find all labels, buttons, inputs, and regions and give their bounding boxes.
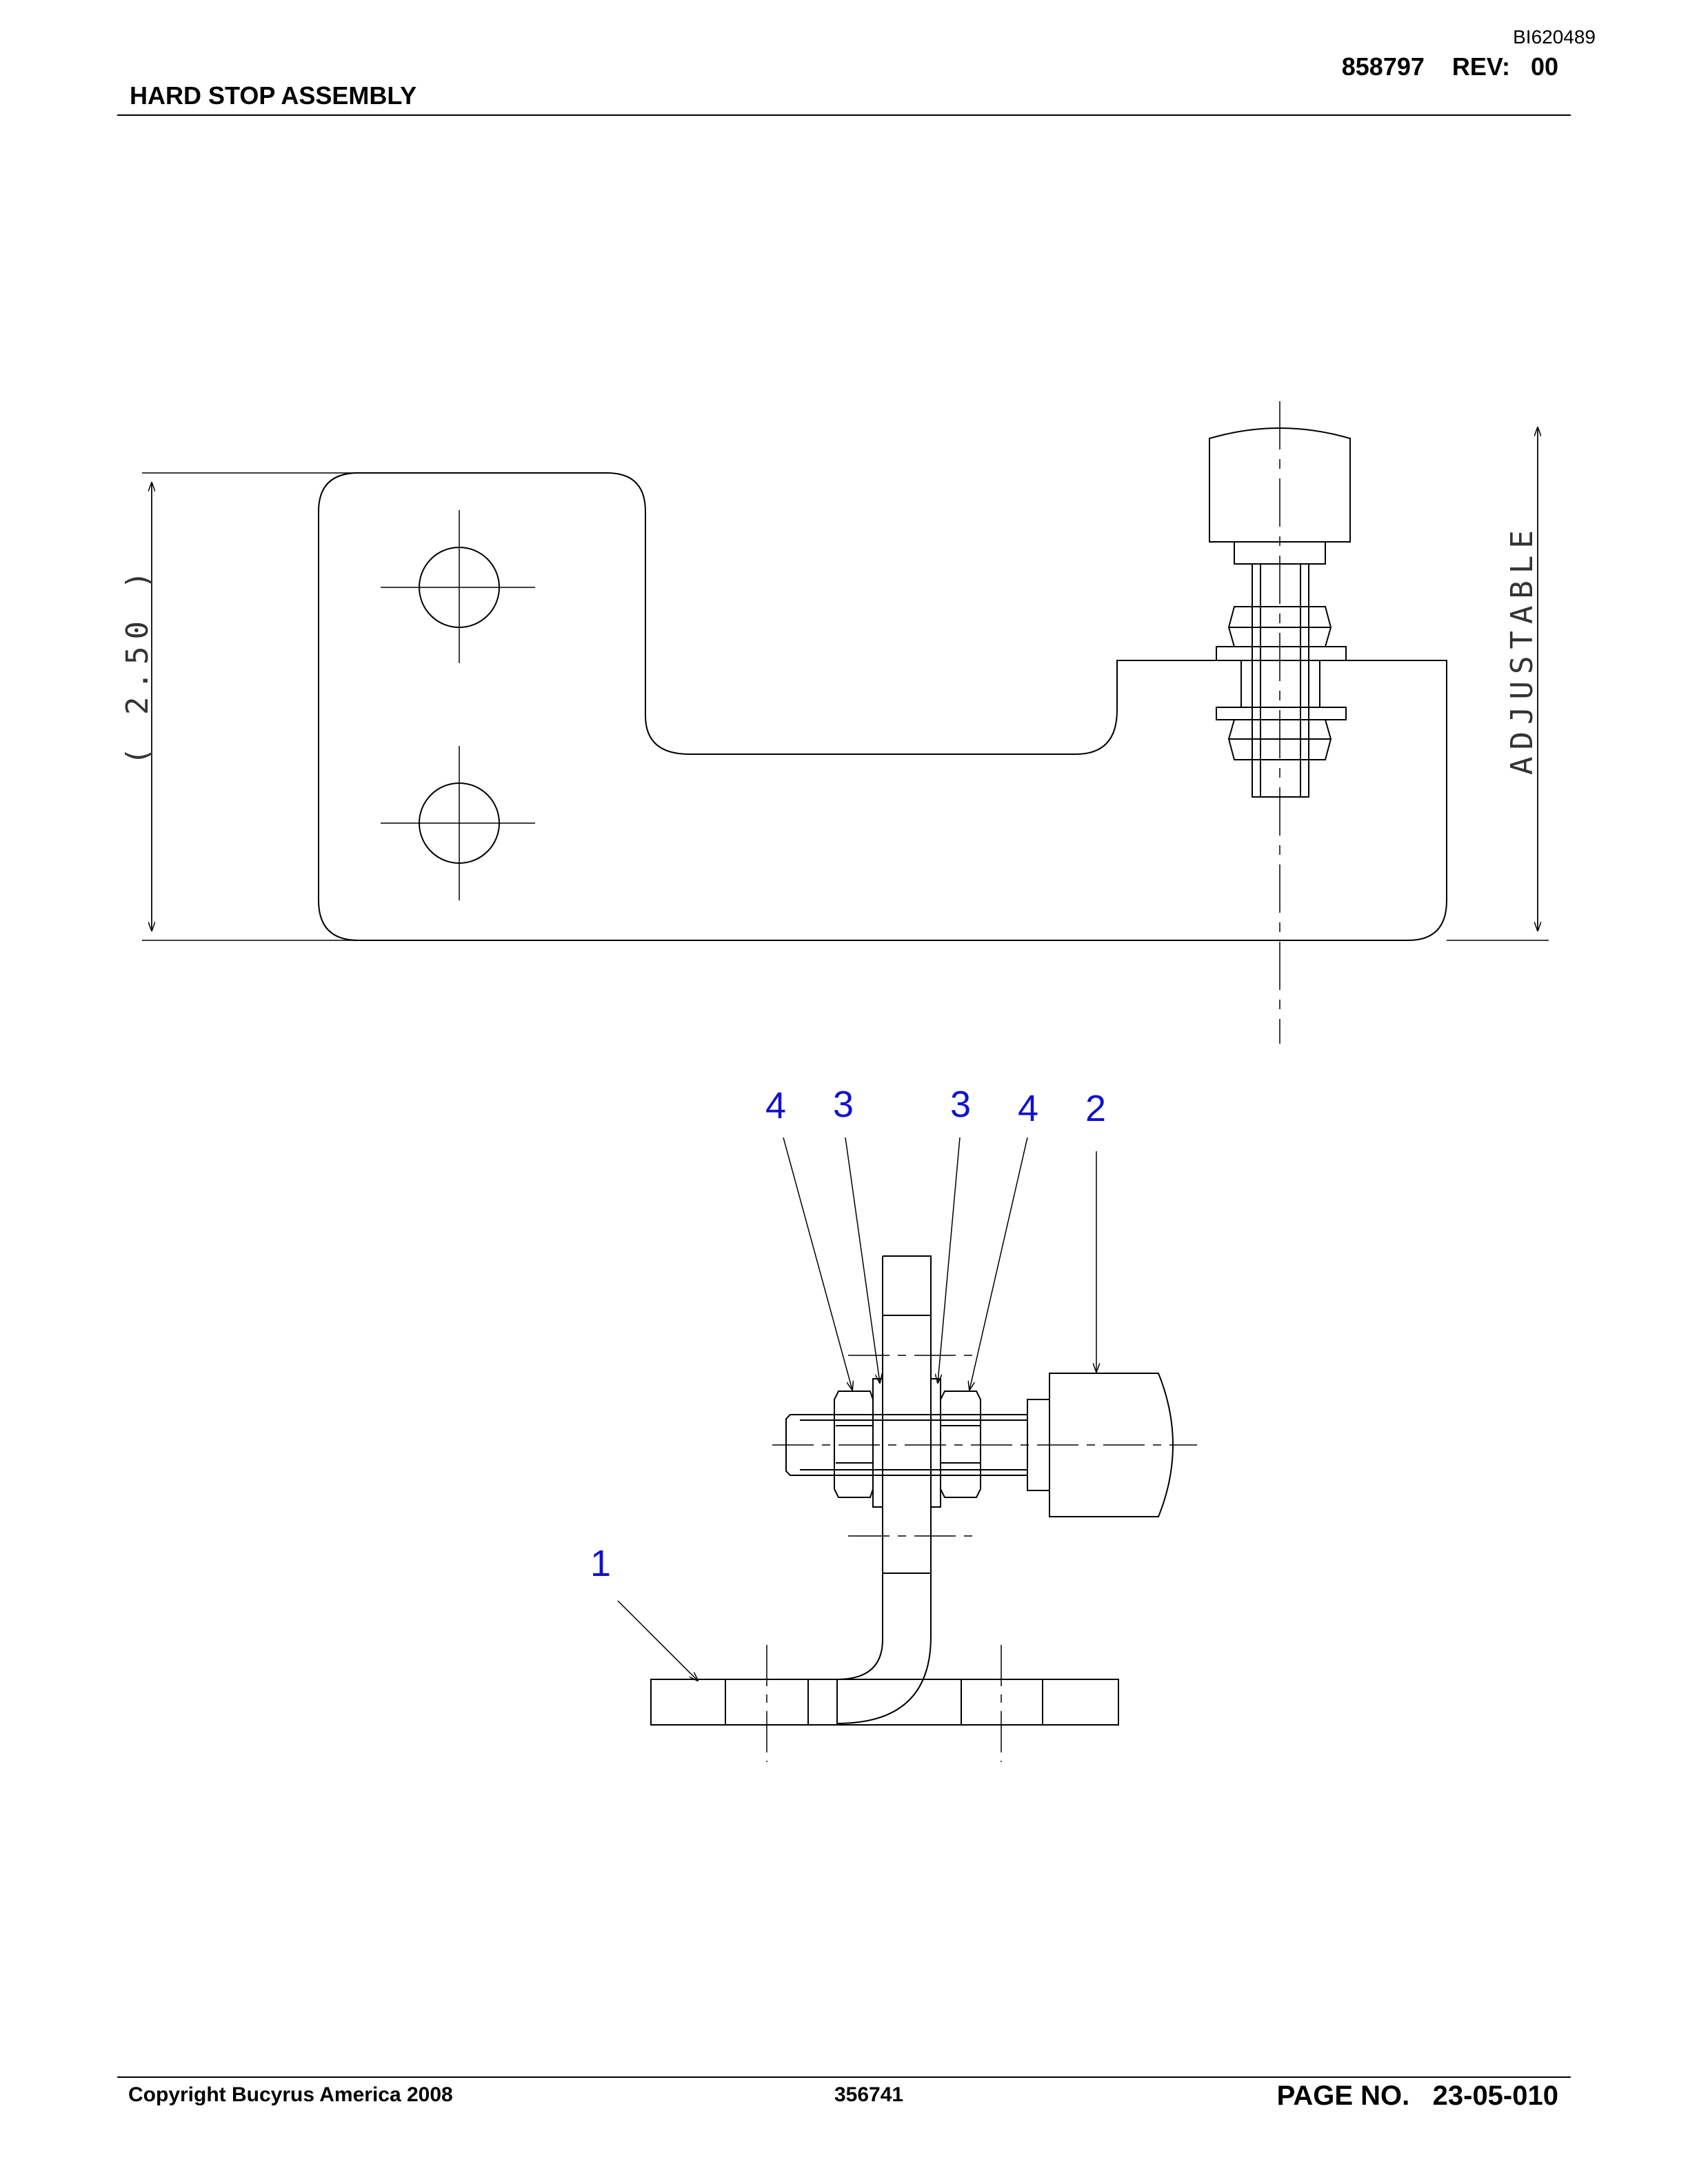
washer-left [872, 1378, 883, 1508]
callout-1: 1 [590, 1543, 611, 1584]
rev-value: 00 [1530, 52, 1558, 81]
callout-3-left: 3 [833, 1084, 854, 1125]
bracket-outline [318, 472, 1447, 941]
header-part-info: 858797 REV: 00 [1314, 23, 1558, 110]
page-label: PAGE NO. [1276, 2081, 1410, 2111]
nut-left [834, 1391, 874, 1498]
page-number-block: PAGE NO. 23-05-010 [1277, 2081, 1558, 2112]
side-view [617, 1137, 1197, 1762]
callout-4-left: 4 [765, 1085, 786, 1126]
adjustable-label: ADJUSTABLE [1505, 523, 1540, 775]
callout-leaders [617, 1137, 1096, 1681]
document-id: BI620489 [1513, 26, 1596, 48]
height-dimension-label: ( 2.50 ) [120, 564, 155, 765]
washer-right [930, 1378, 941, 1508]
nut-right [940, 1391, 981, 1498]
callout-4-right: 4 [1018, 1088, 1038, 1129]
top-view [142, 401, 1549, 1044]
adjustable-stop-bolt [1209, 427, 1351, 798]
footer-code: 356741 [834, 2083, 904, 2106]
page-number: 23-05-010 [1432, 2081, 1558, 2111]
callout-2: 2 [1085, 1088, 1106, 1129]
page-header: HARD STOP ASSEMBLY 858797 REV: 00 [117, 52, 1571, 116]
part-number: 858797 [1341, 52, 1425, 81]
copyright-notice: Copyright Bucyrus America 2008 [128, 2083, 453, 2106]
page-title: HARD STOP ASSEMBLY [130, 81, 417, 110]
height-dimension [142, 472, 359, 941]
adjustable-dimension [1447, 427, 1549, 941]
bracket-side [650, 1255, 1119, 1726]
rev-label: REV: [1451, 52, 1510, 81]
callout-3-right: 3 [950, 1084, 971, 1125]
page-footer: Copyright Bucyrus America 2008 356741 PA… [117, 2076, 1571, 2119]
